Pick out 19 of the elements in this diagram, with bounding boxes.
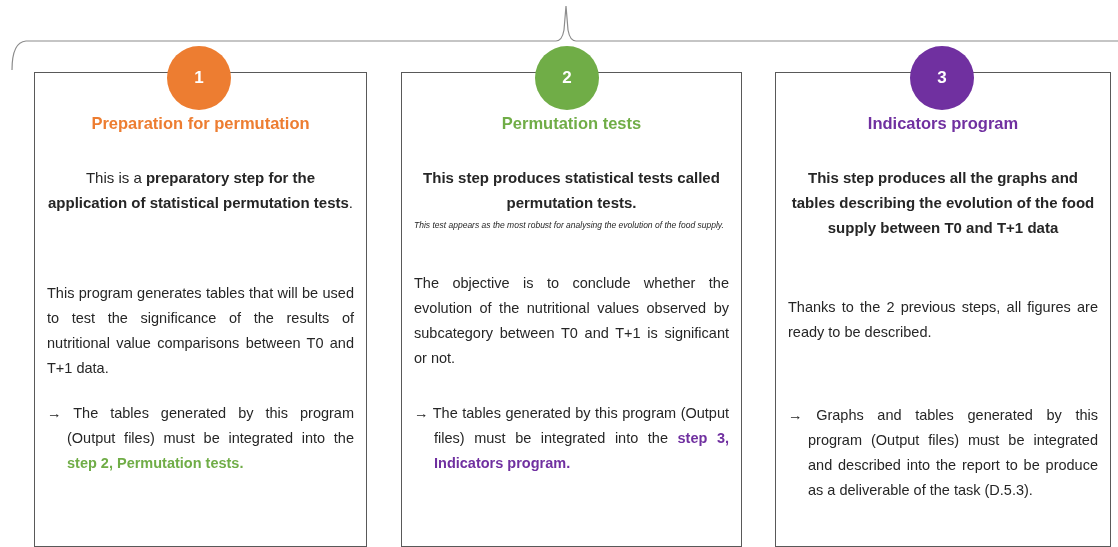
step-summary: This step produces all the graphs and tables describing the evolution of the food supply between T0 and T+1 data bbox=[790, 168, 1096, 238]
step-card bbox=[34, 72, 367, 547]
footnote: This test appears as the most robust for analysing the evolution of the food supply. bbox=[414, 219, 725, 231]
step-card bbox=[401, 72, 742, 547]
description-paragraph: The objective is to conclude whether the evolution of the nutritional values observed by subcategory between T0 and T+1 is significant or not. bbox=[414, 274, 729, 368]
step-title: Permutation tests bbox=[500, 113, 643, 134]
output-note: → The tables generated by this program (Output files) must be integrated into the step 2, Permutation tests. bbox=[47, 404, 354, 473]
step-number: 3 bbox=[937, 68, 947, 88]
description-paragraph: This program generates tables that will be used to test the significance of the results of nutritional value comparisons between T0 and T+1 data. bbox=[47, 284, 354, 378]
description-paragraph: Thanks to the 2 previous steps, all figures are ready to be described. bbox=[788, 298, 1098, 342]
step-number: 2 bbox=[562, 68, 572, 88]
step-title: Indicators program bbox=[866, 113, 1020, 134]
step-summary: This is a preparatory step for the application of statistical permutation tests. bbox=[47, 168, 354, 213]
step-title: Preparation for permutation bbox=[90, 113, 311, 134]
output-note: → The tables generated by this program (Output files) must be integrated into the step 3, Indicators program. bbox=[414, 404, 729, 473]
output-note: → Graphs and tables generated by this program (Output files) must be integrated and described into the report to be produce as a deliverable of the task (D.5.3). bbox=[788, 406, 1098, 500]
step-summary: This step produces statistical tests called permutation tests. bbox=[422, 168, 721, 213]
step-number: 1 bbox=[194, 68, 204, 88]
step-card bbox=[775, 72, 1111, 547]
